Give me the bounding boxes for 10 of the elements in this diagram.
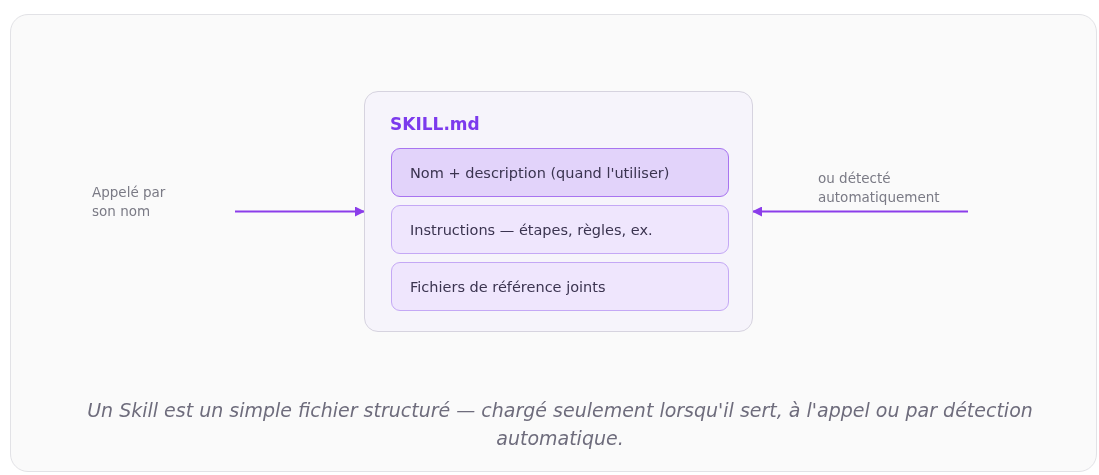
side-note: Appelé par son nom xyxy=(92,183,235,223)
file-name: SKILL.md xyxy=(390,114,480,134)
caption: Un Skill est un simple fichier structuré — chargé seulement lorsqu'il sert, à l'appel ou par détection automatique. xyxy=(86,398,1034,451)
side-note: ou détecté automatiquement xyxy=(818,169,968,215)
section-box: Nom + description (quand l'utiliser) xyxy=(391,148,729,197)
arrow xyxy=(752,206,968,217)
section-box: Instructions — étapes, règles, ex. xyxy=(391,205,729,254)
file-box xyxy=(364,91,753,332)
arrow xyxy=(235,206,365,217)
section-box: Fichiers de référence joints xyxy=(391,262,729,311)
